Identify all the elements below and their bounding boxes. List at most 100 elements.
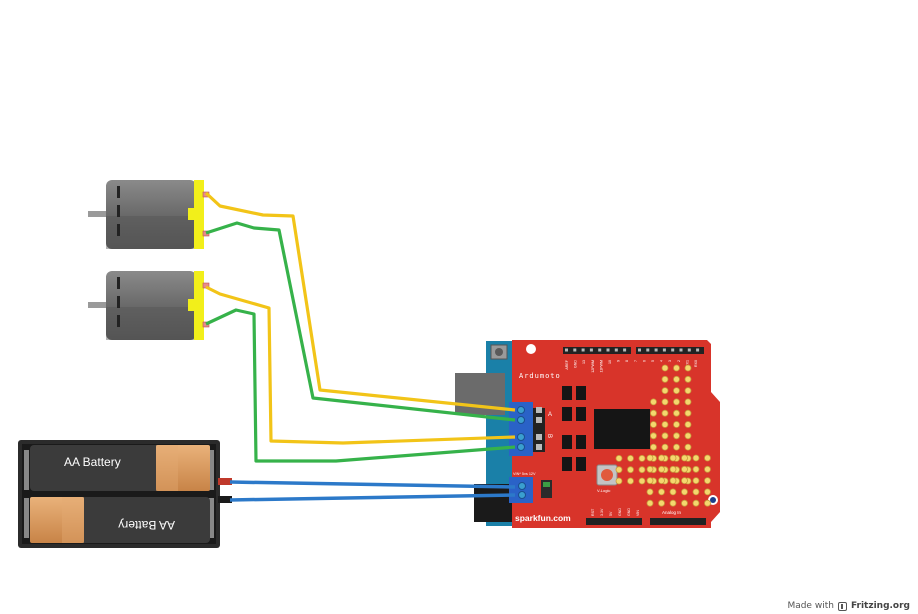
proto-pad <box>638 477 646 485</box>
terminal-screw <box>517 416 525 424</box>
fritzing-credit: Made with Fritzing.org <box>787 601 910 611</box>
bottom-header <box>586 518 706 525</box>
header-pin-label: 13 <box>582 360 586 364</box>
proto-pad <box>661 432 669 440</box>
proto-pad <box>646 488 654 496</box>
proto-pad <box>681 477 688 485</box>
proto-pad <box>646 499 654 507</box>
proto-pad <box>650 432 657 440</box>
proto-pad <box>681 454 688 462</box>
header-pin-label: GND <box>618 508 622 516</box>
proto-pad <box>669 477 677 485</box>
header-pin-label: GND <box>627 508 631 516</box>
header-pin-label: 9 <box>617 360 621 362</box>
battery-holder: AA Battery AA Battery <box>18 440 232 548</box>
proto-pad <box>684 387 692 395</box>
proto-pad <box>704 488 711 496</box>
proto-pad <box>661 364 669 372</box>
header-pin-label: RST <box>591 508 595 516</box>
header-pin-label: 12PWM <box>591 360 595 373</box>
header-pin <box>536 417 542 423</box>
proto-pad <box>684 443 692 451</box>
proto-pad <box>684 432 692 440</box>
proto-pad <box>673 364 680 372</box>
battery-top-label: AA Battery <box>64 455 121 469</box>
brand-logo: sparkfun.com <box>515 513 571 523</box>
proto-pad <box>658 499 665 507</box>
header-pin <box>536 444 542 450</box>
motor-shaft <box>88 211 110 217</box>
power-label: VIN* 5vs 12V <box>513 472 536 476</box>
proto-pad <box>627 477 634 485</box>
dc-motor-1 <box>88 180 210 249</box>
dc-motor-2 <box>88 271 210 340</box>
header-pin-label: VIN <box>636 510 640 516</box>
proto-pad <box>661 443 669 451</box>
proto-pad <box>646 465 654 473</box>
header-pin-label: TX1 <box>685 360 689 367</box>
proto-pad <box>638 466 646 474</box>
header-pin-label: 10 <box>608 360 612 364</box>
analog-label: Analog In <box>662 510 682 515</box>
proto-pad <box>673 387 680 395</box>
proto-pad <box>684 364 692 372</box>
battery-positive-wire <box>229 480 516 489</box>
terminal-screw <box>517 443 525 451</box>
header-pin-label: 2 <box>677 360 681 362</box>
proto-pad <box>615 477 623 485</box>
proto-pad <box>704 477 711 485</box>
proto-pad <box>704 454 711 462</box>
board-title: Ardumoto <box>519 372 561 380</box>
proto-pad <box>669 454 677 462</box>
terminal-screw <box>517 433 525 441</box>
proto-pad <box>658 477 665 485</box>
proto-pad <box>673 421 680 428</box>
proto-pad <box>673 398 680 406</box>
logic-label: V-Logic <box>597 488 610 493</box>
proto-pad <box>627 466 634 474</box>
made-with-text: Made with <box>787 601 834 611</box>
proto-pad <box>704 465 711 473</box>
battery-cell-bottom <box>30 497 210 543</box>
motor-2-green-wire <box>205 308 516 463</box>
header-pin-label: 5 <box>651 360 655 362</box>
proto-pad <box>658 465 665 473</box>
header-pin-label: 6 <box>642 360 646 362</box>
battery-negative-wire <box>229 493 516 502</box>
header-pin-label: 8 <box>625 360 629 362</box>
red-lead <box>218 478 232 485</box>
terminal-a-label: A <box>548 412 552 418</box>
proto-pad <box>681 488 688 496</box>
motor-1-green-wire <box>205 221 516 422</box>
proto-pad <box>615 466 623 474</box>
proto-pad <box>646 477 654 485</box>
proto-pad <box>661 398 669 406</box>
proto-pad <box>669 499 677 507</box>
header-pin-label: 7 <box>634 360 638 362</box>
proto-pad <box>661 421 669 428</box>
proto-pad <box>650 409 657 417</box>
terminal-b-label: B <box>546 434 552 438</box>
proto-pad <box>669 488 677 496</box>
proto-pad <box>658 488 665 496</box>
proto-pad <box>684 398 692 406</box>
header-pin-label: 4 <box>660 360 664 362</box>
fritzing-logo-icon <box>837 601 847 611</box>
mounting-hole <box>526 344 536 354</box>
proto-pad <box>684 375 692 383</box>
proto-pad <box>661 387 669 395</box>
proto-pad <box>650 443 657 451</box>
header-pin <box>536 434 542 440</box>
proto-pad <box>673 375 680 383</box>
proto-pad <box>673 432 680 440</box>
header-pin <box>536 407 542 413</box>
black-lead <box>218 496 232 503</box>
proto-pad <box>681 499 688 507</box>
proto-pad <box>627 454 634 462</box>
motor-body <box>106 271 196 340</box>
proto-pad <box>646 454 654 462</box>
motor-driver-ic <box>594 409 650 449</box>
motor-terminal <box>202 321 210 328</box>
